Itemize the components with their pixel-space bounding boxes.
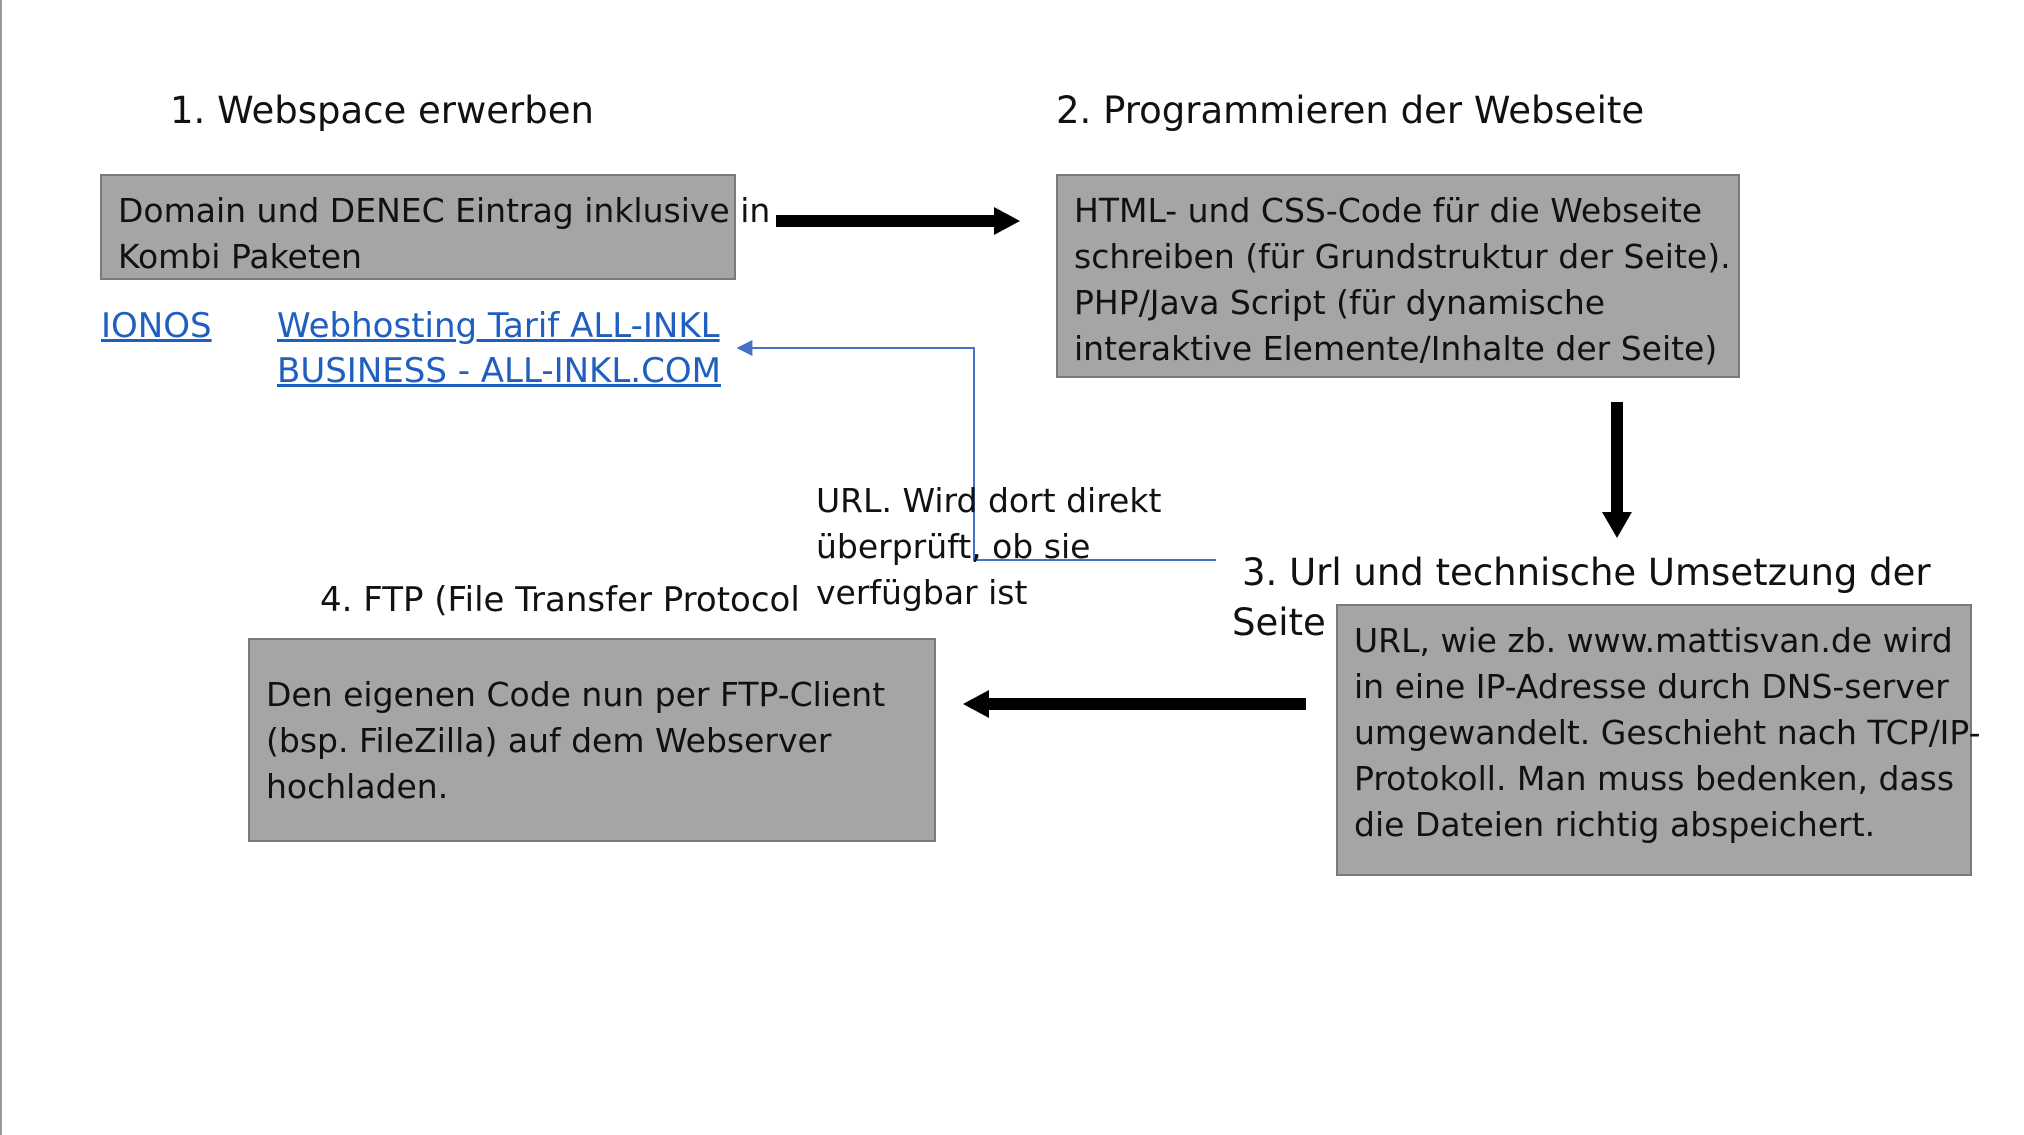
step2-box: HTML- und CSS-Code für die Webseite schr… [1056, 174, 1740, 378]
annotation-line: URL. Wird dort direkt [816, 481, 1162, 520]
step1-box: Domain und DENEC Eintrag inklusive in Ko… [100, 174, 771, 280]
annotation-line: überprüft, ob sie [816, 527, 1091, 566]
annotation-line: verfügbar ist [816, 573, 1028, 612]
arrow-step2-to-step3 [1602, 402, 1632, 538]
step3-heading-line2: Seite [1232, 601, 1326, 644]
step2-box-line: interaktive Elemente/Inhalte der Seite) [1074, 329, 1718, 368]
all-inkl-link-line2[interactable]: BUSINESS - ALL-INKL.COM [277, 351, 721, 391]
arrow-step3-to-step4 [963, 690, 1306, 718]
step3-box-line: umgewandelt. Geschieht nach TCP/IP- [1354, 713, 1981, 752]
step2-box-line: PHP/Java Script (für dynamische [1074, 283, 1606, 322]
step4-box-line: hochladen. [266, 767, 449, 806]
ionos-link[interactable]: IONOS [101, 306, 212, 346]
step4-box-line: (bsp. FileZilla) auf dem Webserver [266, 721, 832, 760]
slide-left-border [0, 0, 2, 1135]
step4-heading: 4. FTP (File Transfer Protocol [320, 580, 800, 620]
connector-step3-to-hosting-links [736, 340, 1216, 561]
arrow-step1-to-step2 [776, 207, 1020, 235]
step2-heading: 2. Programmieren der Webseite [1056, 89, 1645, 132]
step1-heading: 1. Webspace erwerben [170, 89, 594, 132]
step3-box-line: in eine IP-Adresse durch DNS-server [1354, 667, 1949, 706]
step2-box-line: HTML- und CSS-Code für die Webseite [1074, 191, 1703, 230]
step1-box-line: Kombi Paketen [118, 237, 362, 276]
step2-box-line: schreiben (für Grundstruktur der Seite). [1074, 237, 1731, 276]
step3-box-line: die Dateien richtig abspeichert. [1354, 805, 1876, 844]
url-check-annotation: URL. Wird dort direkt überprüft, ob sie … [816, 478, 1161, 616]
step3-heading-line1: 3. Url und technische Umsetzung der [1242, 551, 1931, 594]
all-inkl-link-line1[interactable]: Webhosting Tarif ALL-INKL [277, 306, 720, 346]
step3-box-line: URL, wie zb. www.mattisvan.de wird [1354, 621, 1953, 660]
step3-box-line: Protokoll. Man muss bedenken, dass [1354, 759, 1955, 798]
step4-box-line: Den eigenen Code nun per FTP-Client [266, 675, 886, 714]
step4-box: Den eigenen Code nun per FTP-Client (bsp… [248, 638, 936, 842]
step3-box: URL, wie zb. www.mattisvan.de wird in ei… [1336, 604, 1981, 876]
step1-box-line: Domain und DENEC Eintrag inklusive in [118, 191, 771, 230]
